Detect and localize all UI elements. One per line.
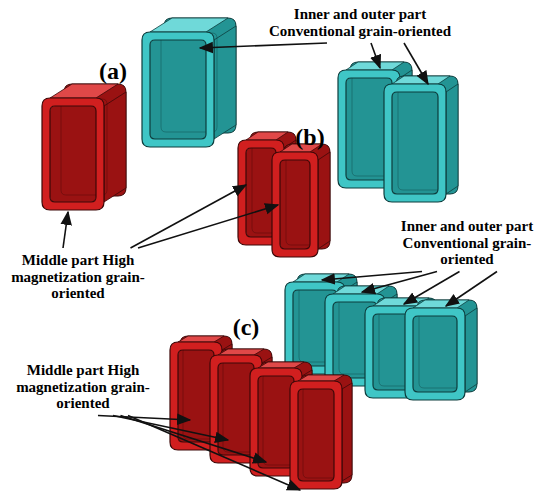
panel-letter: (c) — [226, 314, 266, 340]
leader-arrow — [131, 185, 247, 248]
part-label: Middle part High magnetization grain-ori… — [8, 362, 158, 412]
part-label: Middle part High magnetization grain-ori… — [3, 252, 153, 302]
leader-arrow — [98, 416, 190, 421]
high-magnetization-core — [42, 84, 126, 210]
leader-arrow — [200, 43, 327, 48]
leader-arrow — [322, 272, 422, 281]
high-magnetization-core — [272, 144, 330, 257]
leader-arrow — [63, 212, 68, 248]
leader-arrow — [404, 43, 428, 84]
leader-arrow — [362, 272, 437, 293]
panel-letter: (a) — [93, 58, 133, 84]
leader-arrow — [446, 272, 497, 307]
leader-arrow — [138, 205, 278, 248]
conventional-core — [405, 300, 477, 400]
leader-arrow — [128, 416, 300, 491]
leader-arrow — [404, 272, 460, 305]
high-magnetization-core — [290, 375, 352, 489]
conventional-core — [384, 76, 458, 202]
panel-letter: (b) — [290, 124, 330, 150]
part-label: Inner and outer part Conventional grain-… — [392, 218, 542, 268]
leader-arrow — [371, 43, 380, 68]
conventional-core — [142, 18, 236, 147]
part-label: Inner and outer part Conventional grain-… — [250, 6, 470, 39]
